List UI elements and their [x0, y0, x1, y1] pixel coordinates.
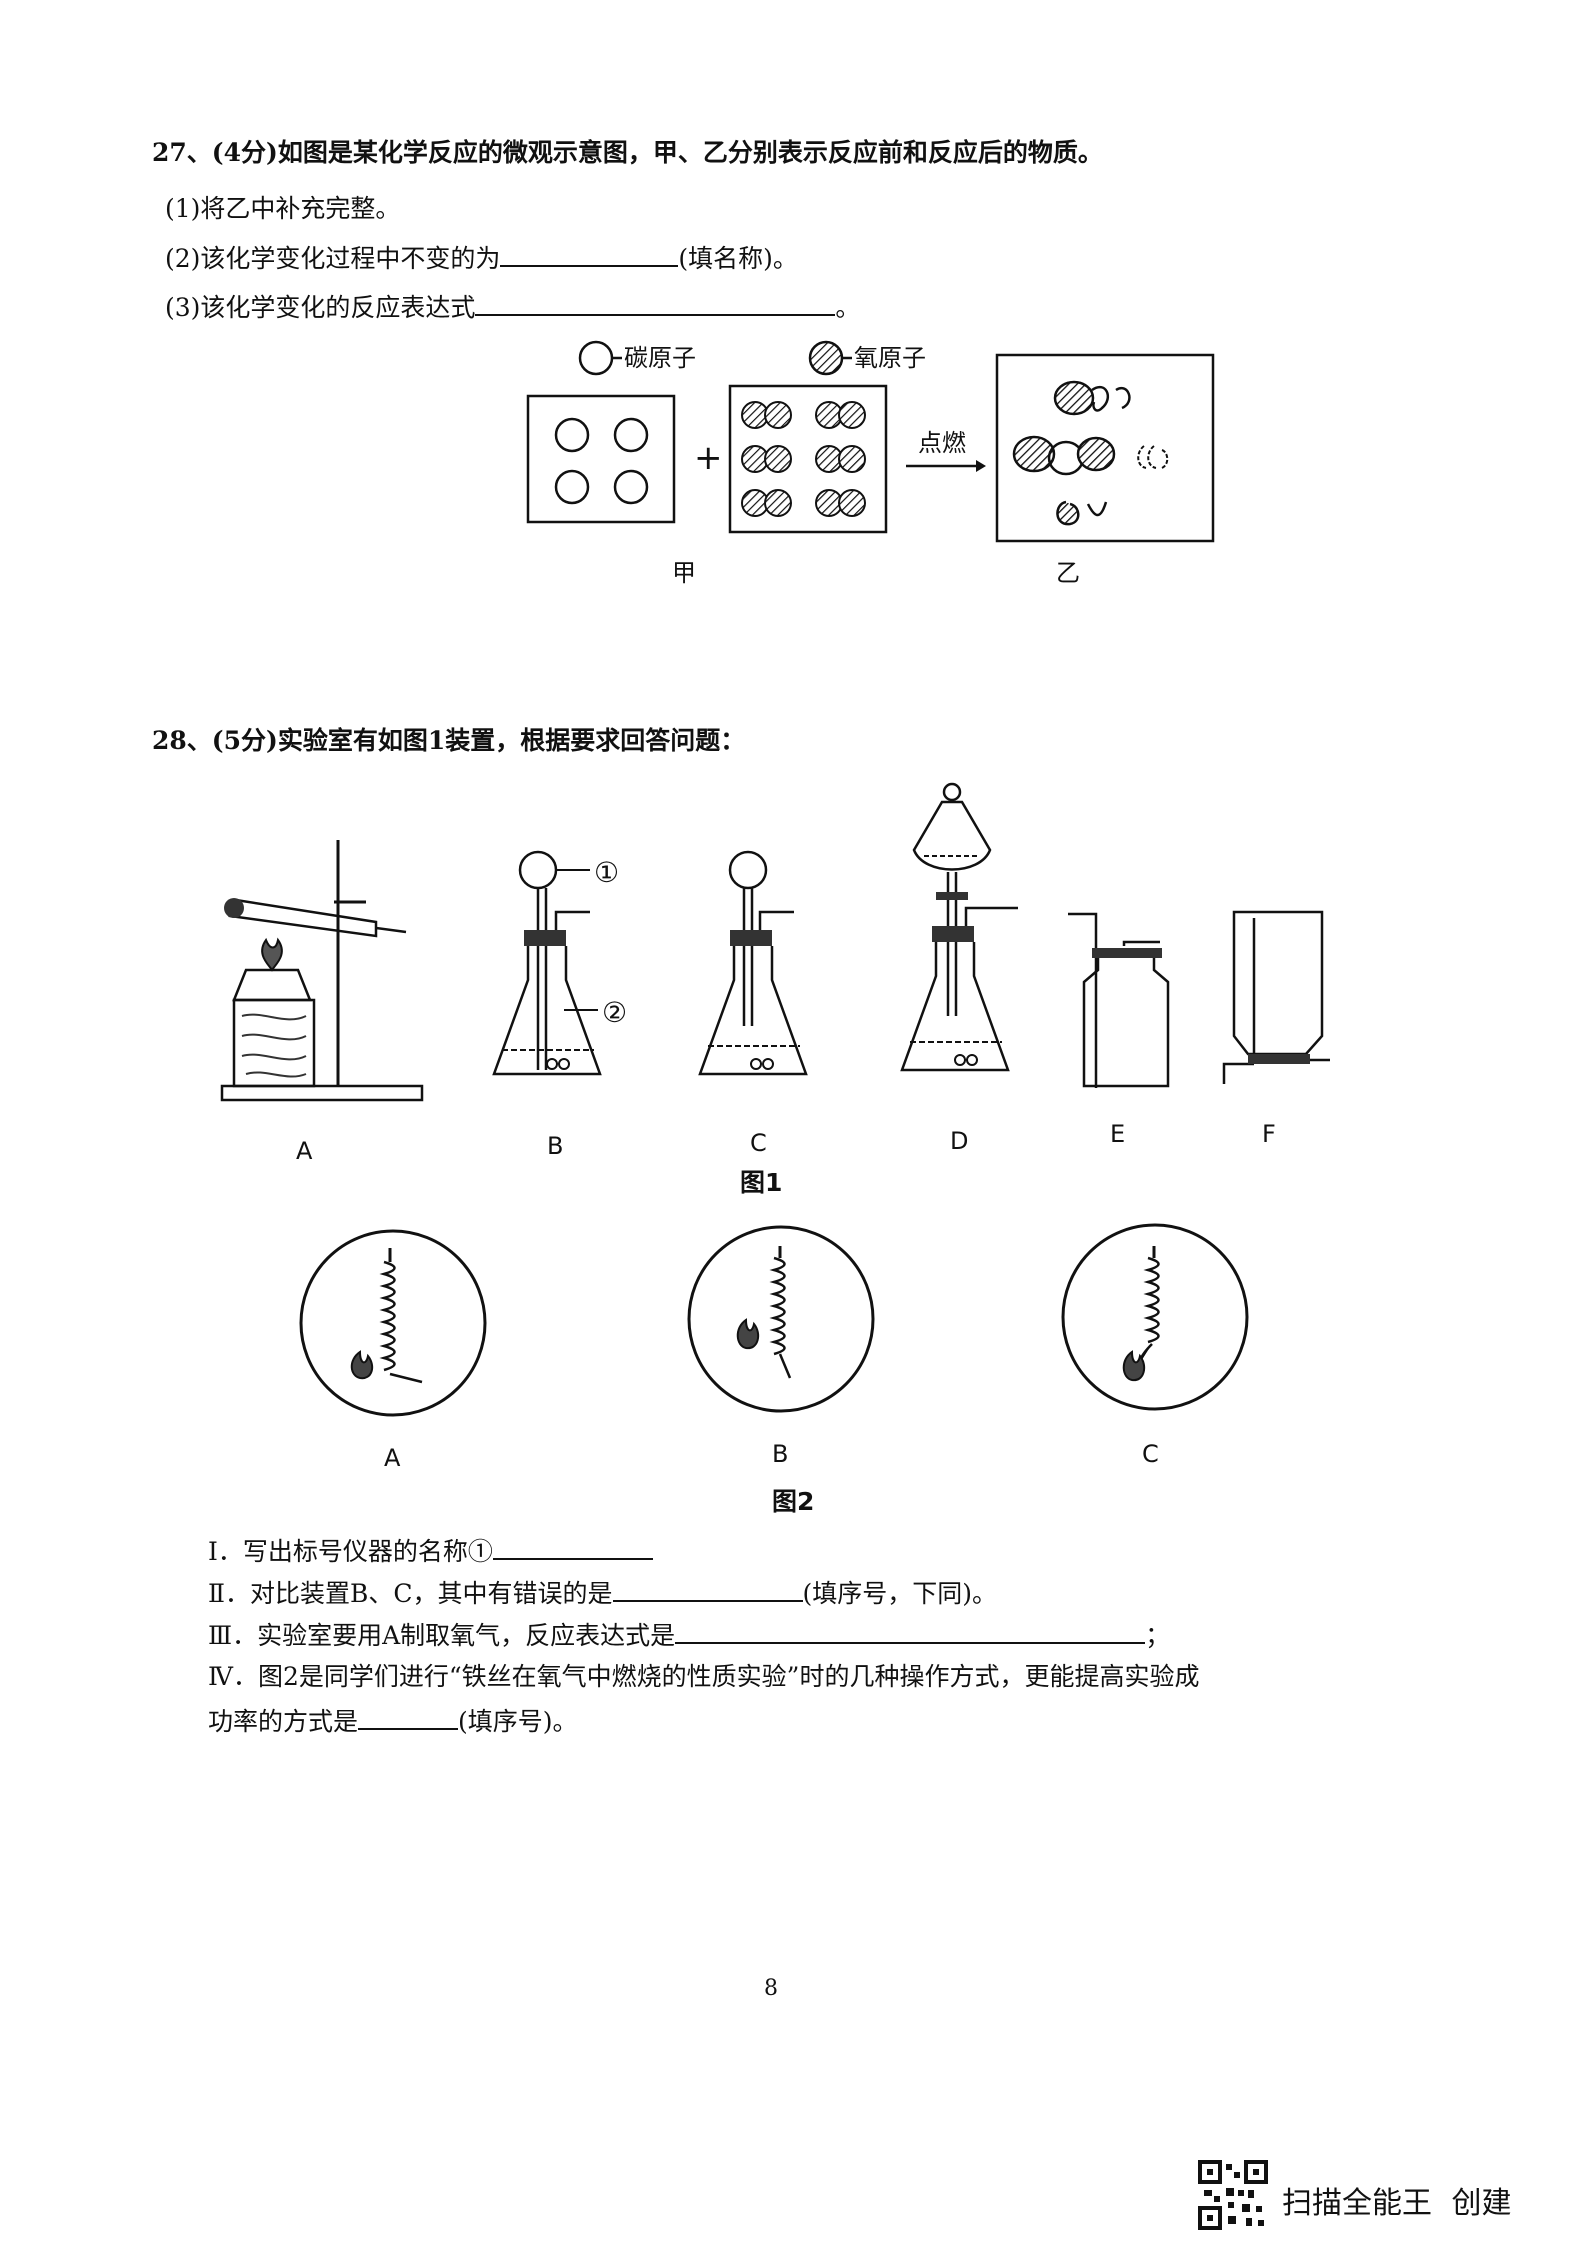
arrow-label: 点燃 — [918, 429, 966, 457]
fig1-label-c: C — [750, 1129, 767, 1157]
box-label-yi: 乙 — [1056, 559, 1080, 587]
box-oxygen-molecules — [728, 384, 888, 534]
q28-answer-blank-4[interactable] — [358, 1706, 459, 1730]
fig2-label-c: C — [1142, 1440, 1159, 1468]
box-jia — [526, 394, 676, 524]
oxygen-atom-legend-label: 氧原子 — [854, 344, 926, 372]
oxygen-molecule — [815, 489, 866, 517]
oxygen-atom-legend-icon — [808, 340, 852, 376]
q28-question-4-cont: 功率的方式是 (填序号)。 — [208, 1706, 578, 1737]
carbon-atom-legend-label: 碳原子 — [624, 344, 696, 372]
q28-question-3: Ⅲ．实验室要用A制取氧气，反应表达式是 ； — [208, 1620, 1170, 1651]
carbon-atom — [554, 469, 590, 505]
fig1-label-a: A — [296, 1137, 313, 1165]
fig2-label-a: A — [384, 1444, 401, 1472]
q28-answer-blank-3[interactable] — [675, 1620, 1146, 1644]
oxygen-molecule — [815, 445, 866, 473]
q27-item-1-text: (1)将乙中补充完整。 — [165, 194, 401, 223]
q28-question-4-text: Ⅳ．图2是同学们进行“铁丝在氧气中燃烧的性质实验”时的几种操作方式，更能提高实验… — [208, 1662, 1200, 1691]
fig2-option-b-iron-wire — [687, 1225, 875, 1413]
apparatus-d-flask-funnel — [900, 782, 1018, 1072]
footer-action-text: 创建 — [1451, 2186, 1512, 2221]
box-label-jia: 甲 — [672, 559, 696, 587]
plus-sign: + — [694, 438, 723, 478]
apparatus-a-heating-setup — [220, 840, 424, 1102]
apparatus-f-inverted-bottle — [1222, 910, 1330, 1084]
carbon-atom-legend-icon — [578, 340, 622, 376]
q28-title: 28、(5分)实验室有如图1装置，根据要求回答问题： — [152, 726, 746, 755]
marker-2: ② — [602, 996, 628, 1029]
fig2-option-c-iron-wire — [1061, 1223, 1249, 1411]
q28-question-2-suffix: (填序号，下同)。 — [802, 1579, 998, 1608]
apparatus-c-flask — [698, 850, 808, 1076]
q27-item-2-suffix: (填名称)。 — [678, 244, 798, 273]
reaction-arrow-icon — [906, 460, 986, 472]
q27-item-2: (2)该化学变化过程中不变的为 (填名称)。 — [165, 243, 798, 274]
carbon-atom — [613, 469, 649, 505]
q28-question-1: Ⅰ．写出标号仪器的名称① — [208, 1536, 653, 1567]
q27-item-2-text: (2)该化学变化过程中不变的为 — [165, 244, 501, 273]
marker-1: ① — [594, 856, 620, 889]
q27-answer-blank-2[interactable] — [500, 243, 679, 267]
box-yi — [995, 353, 1215, 543]
oxygen-molecule — [741, 489, 792, 517]
q28-question-2-text: Ⅱ．对比装置B、C，其中有错误的是 — [208, 1579, 613, 1608]
oxygen-molecule — [815, 401, 866, 429]
q27-item-1: (1)将乙中补充完整。 — [165, 194, 400, 224]
q28-question-3-text: Ⅲ．实验室要用A制取氧气，反应表达式是 — [208, 1621, 676, 1650]
carbon-atom — [554, 417, 590, 453]
fig1-label-b: B — [547, 1132, 564, 1160]
q28-question-2: Ⅱ．对比装置B、C，其中有错误的是 (填序号，下同)。 — [208, 1578, 997, 1609]
fig2-option-a-iron-wire — [299, 1229, 487, 1417]
apparatus-e-gas-bottle — [1068, 912, 1170, 1088]
carbon-atom — [613, 417, 649, 453]
fig1-label-e: E — [1110, 1120, 1126, 1148]
q27-item-3-text: (3)该化学变化的反应表达式 — [165, 293, 476, 322]
q28-question-1-text: Ⅰ．写出标号仪器的名称① — [208, 1537, 493, 1566]
oxygen-molecule — [741, 401, 792, 429]
q28-question-4-cont-suffix: (填序号)。 — [458, 1707, 578, 1736]
q27-title: 27、(4分)如图是某化学反应的微观示意图，甲、乙分别表示反应前和反应后的物质。 — [152, 138, 1103, 167]
q27-answer-blank-3[interactable] — [475, 292, 836, 316]
fig1-caption: 图1 — [740, 1168, 783, 1197]
footer-app-name: 扫描全能王 创建 — [1282, 2178, 1512, 2222]
q27-item-3-suffix: 。 — [835, 293, 861, 322]
q28-question-4: Ⅳ．图2是同学们进行“铁丝在氧气中燃烧的性质实验”时的几种操作方式，更能提高实验… — [208, 1662, 1199, 1692]
qr-code-icon — [1198, 2160, 1268, 2230]
fig2-caption: 图2 — [772, 1487, 815, 1516]
fig1-label-d: D — [950, 1127, 969, 1155]
apparatus-b-flask — [492, 850, 602, 1076]
q28-question-3-suffix: ； — [1145, 1621, 1171, 1650]
fig2-label-b: B — [772, 1440, 789, 1468]
fig1-label-f: F — [1262, 1120, 1276, 1148]
q28-answer-blank-2[interactable] — [612, 1578, 803, 1602]
q28-question-4-cont-text: 功率的方式是 — [208, 1707, 359, 1736]
footer-app-name-text: 扫描全能王 — [1282, 2186, 1432, 2221]
oxygen-molecule — [741, 445, 792, 473]
q28-answer-blank-1[interactable] — [492, 1536, 653, 1560]
page-number: 8 — [764, 1976, 778, 2001]
q27-item-3: (3)该化学变化的反应表达式 。 — [165, 292, 860, 323]
